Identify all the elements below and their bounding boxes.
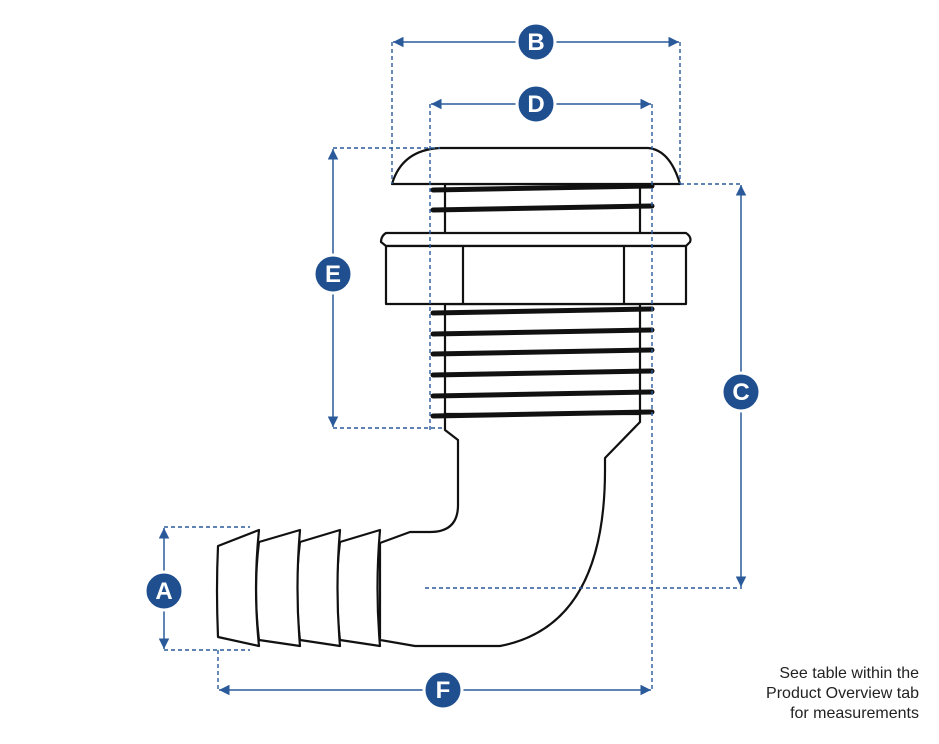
- flange-cap: [390, 146, 682, 186]
- badge-d-label: D: [527, 91, 544, 118]
- badge-a: A: [143, 570, 185, 612]
- hose-barb-2: [254, 528, 302, 648]
- nut-body: [384, 244, 688, 306]
- hose-barb-1: [215, 528, 261, 648]
- badge-f: F: [422, 669, 464, 711]
- thread-lower-2: [430, 327, 655, 337]
- badge-b: B: [515, 21, 557, 63]
- thread-lower-6: [430, 409, 655, 419]
- note-line-1: See table within the: [779, 665, 919, 682]
- note-line-2: Product Overview tab: [766, 685, 919, 702]
- badge-a-label: A: [155, 578, 172, 605]
- thread-lower-4: [430, 368, 655, 378]
- note-line-3: for measurements: [790, 705, 919, 722]
- hose-barb-3: [295, 528, 342, 648]
- badge-b-label: B: [527, 29, 544, 56]
- measurement-note: See table within the Product Overview ta…: [679, 664, 919, 724]
- thread-upper-2: [430, 203, 655, 213]
- badge-d: D: [515, 83, 557, 125]
- badge-f-label: F: [436, 677, 451, 704]
- badge-c: C: [720, 371, 762, 413]
- fitting-drawing: [215, 146, 692, 648]
- thread-lower-5: [430, 389, 655, 399]
- badge-e-label: E: [325, 261, 341, 288]
- nut-washer: [379, 231, 692, 248]
- thread-upper-1: [430, 183, 655, 193]
- badge-e: E: [312, 253, 354, 295]
- elbow-body: [378, 410, 642, 648]
- badge-c-label: C: [732, 379, 749, 406]
- extension-lines: [164, 42, 742, 690]
- hose-barb-4: [335, 528, 382, 648]
- thread-lower-1: [430, 306, 655, 316]
- thread-lower-3: [430, 347, 655, 357]
